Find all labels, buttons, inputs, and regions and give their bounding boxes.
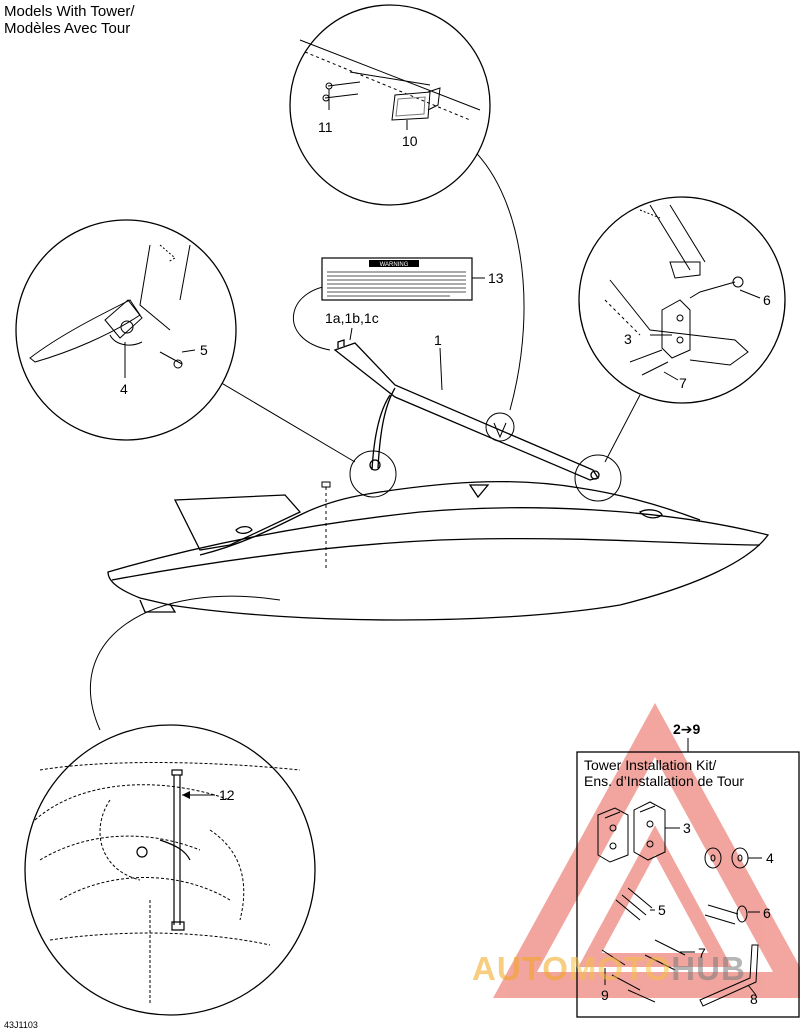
reference-code: 43J1103 (4, 1020, 38, 1030)
callout-labels: 1 1a,1b,1c 13 11 10 4 5 6 3 7 12 3 4 5 6… (120, 119, 774, 1007)
warning-label: WARNING (321, 257, 473, 301)
callout-10: 10 (402, 133, 418, 149)
callout-4: 4 (120, 381, 128, 397)
title-line-2: Modèles Avec Tour (4, 20, 131, 37)
callout-7: 7 (679, 375, 687, 391)
detail-leader-lines (89, 144, 641, 731)
watercraft-hull (107, 480, 770, 621)
kit-callout-8: 8 (750, 991, 758, 1007)
callout-5: 5 (200, 342, 208, 358)
title-line-1: Models With Tower/ (4, 3, 135, 20)
callout-6: 6 (763, 292, 771, 308)
kit-box (576, 738, 800, 1018)
callout-1abc: 1a,1b,1c (325, 310, 379, 326)
kit-callout-4: 4 (766, 850, 774, 866)
callout-11: 11 (318, 119, 333, 135)
callout-12: 12 (219, 787, 235, 803)
warning-label-heading: WARNING (380, 262, 409, 268)
detail-circle-top (289, 4, 491, 206)
watermark-text: AUTOMOTOHUB (472, 950, 746, 988)
callout-1: 1 (434, 332, 442, 348)
callout-3: 3 (624, 331, 632, 347)
kit-callout-3: 3 (683, 820, 691, 836)
kit-title-line-1: Tower Installation Kit/ (584, 757, 717, 773)
callout-1-leader (439, 347, 443, 391)
watermark-part-2: MOTO (568, 950, 672, 987)
watermark-part-1: AUTO (472, 950, 569, 987)
detail-circle-left (15, 219, 237, 441)
kit-callout-5: 5 (658, 902, 666, 918)
kit-title: Tower Installation Kit/ Ens. d’Installat… (584, 757, 744, 789)
tower-bar (333, 339, 600, 481)
detail-circle-bottom (24, 724, 316, 1016)
kit-callout-7: 7 (698, 945, 706, 961)
kit-title-line-2: Ens. d’Installation de Tour (584, 773, 745, 789)
part-12-location (321, 481, 331, 568)
kit-range-label: 2➔9 (673, 721, 701, 737)
callout-13: 13 (488, 270, 504, 286)
detail-circle-right (578, 196, 786, 404)
watermark-part-3: HUB (671, 950, 746, 987)
kit-callout-9: 9 (601, 987, 609, 1003)
callout-1abc-leader (349, 327, 353, 341)
diagram-title: Models With Tower/ Modèles Avec Tour (4, 3, 135, 37)
zoom-circles (349, 412, 622, 502)
kit-callout-6: 6 (763, 905, 771, 921)
